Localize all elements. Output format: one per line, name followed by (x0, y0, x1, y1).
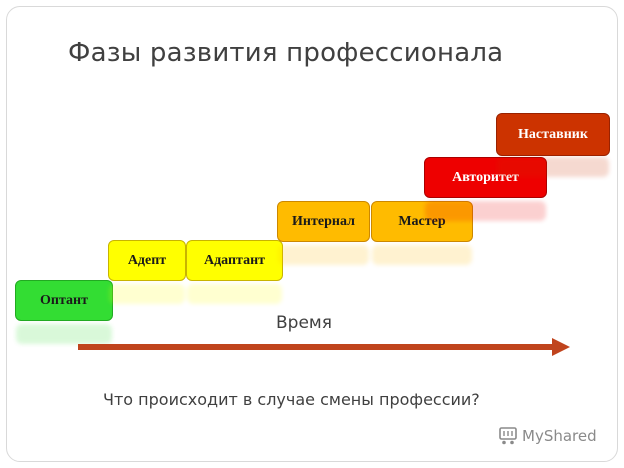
phase-label: Авторитет (452, 169, 519, 185)
shopping-cart-icon (499, 427, 517, 445)
phase-label: Наставник (518, 126, 588, 142)
phase-label: Оптант (40, 292, 88, 308)
phase-label: Адепт (127, 252, 167, 268)
slide-title: Фазы развития профессионала (68, 38, 504, 68)
watermark-text: MyShared (522, 427, 597, 445)
watermark: MyShared (497, 426, 597, 446)
phase-master: Мастер (371, 201, 473, 265)
time-arrow (78, 338, 570, 356)
phase-label: Мастер (398, 213, 446, 229)
phase-optant: Оптант (15, 280, 113, 344)
phase-internal: Интернал (277, 201, 370, 265)
phase-adept: Адепт (108, 240, 186, 304)
phase-adaptant: Адаптант (186, 240, 283, 304)
phase-label: Интернал (292, 213, 355, 229)
phase-avtoritet: Авторитет (424, 157, 547, 221)
phase-nastavnik: Наставник (496, 113, 610, 177)
question-text: Что происходит в случае смены профессии? (103, 390, 480, 409)
phase-label: Адаптант (203, 252, 266, 268)
time-label: Время (276, 313, 332, 333)
